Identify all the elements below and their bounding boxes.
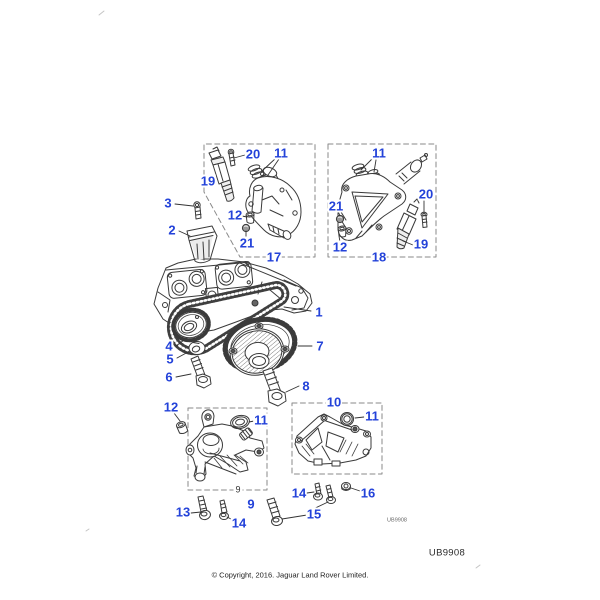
bolt-3 [193, 201, 202, 220]
mounting-bracket-18 [337, 173, 407, 241]
callout-15[interactable]: 15 [305, 506, 323, 522]
dashed-box-17 [203, 143, 316, 258]
callout-16[interactable]: 16 [359, 485, 377, 501]
bush-12a [245, 211, 255, 224]
drawing-code-small: UB9908 [387, 517, 407, 524]
callout-21-box18[interactable]: 21 [327, 198, 345, 214]
callout-14-left[interactable]: 14 [230, 515, 248, 531]
bolt-8 [262, 367, 287, 407]
bolt-20b [420, 211, 428, 228]
callout-8[interactable]: 8 [301, 378, 311, 394]
callout-11-box18[interactable]: 11 [371, 145, 387, 161]
callout-11-box17[interactable]: 11 [273, 145, 289, 161]
bolt-13 [197, 495, 211, 521]
box9-oil-pump-assembly [185, 409, 265, 482]
sprocket-4 [171, 307, 211, 343]
callout-19-box17[interactable]: 19 [199, 173, 217, 189]
callout-21-box17[interactable]: 21 [238, 235, 256, 251]
copyright-notice: © Copyright, 2016. Jaguar Land Rover Lim… [211, 570, 369, 580]
bush-12c [175, 421, 189, 435]
callout-7[interactable]: 7 [315, 338, 325, 354]
seal-ring-11c [230, 414, 250, 430]
callout-2[interactable]: 2 [167, 222, 177, 238]
solenoid-valve-19a [208, 146, 235, 202]
bolt-14-right-upper [313, 482, 323, 501]
bush-12b [337, 225, 347, 238]
callout-13[interactable]: 13 [174, 504, 192, 520]
box10-bracket-assembly [294, 413, 372, 467]
callout-6[interactable]: 6 [164, 369, 174, 385]
box17-vvt-assembly [208, 146, 302, 240]
callout-10[interactable]: 10 [325, 394, 343, 410]
callout-19-box18[interactable]: 19 [412, 236, 430, 252]
washer-5 [188, 341, 206, 355]
callout-14-right[interactable]: 14 [290, 485, 308, 501]
callout-1[interactable]: 1 [314, 304, 324, 320]
camshaft-gear-7 [222, 316, 298, 376]
solenoid-valve-19b [396, 198, 420, 250]
callout-4[interactable]: 4 [164, 338, 174, 354]
oil-control-valve-18 [395, 153, 428, 185]
bolt-15 [266, 497, 283, 527]
seal-ring-11d [340, 412, 354, 426]
callout-9[interactable]: 9 [246, 496, 256, 512]
nut-16 [341, 482, 351, 491]
callout-12-box9[interactable]: 12 [162, 399, 180, 415]
box9-plain-label: 9 [233, 484, 243, 495]
callout-20-box17[interactable]: 20 [244, 146, 262, 162]
callout-11-box10[interactable]: 11 [364, 408, 380, 424]
callout-5[interactable]: 5 [165, 351, 175, 367]
vvt-housing-17 [245, 166, 302, 240]
gear-bolt-bosses [228, 322, 290, 355]
dashed-box-18 [327, 143, 437, 258]
bolt-14-right-lower [325, 484, 336, 504]
callout-11-box9[interactable]: 11 [253, 412, 269, 428]
callout-20-box18[interactable]: 20 [417, 186, 435, 202]
seal-21b [335, 214, 345, 224]
drawing-code-large: UB9908 [428, 547, 466, 559]
box18-vvt-assembly [335, 153, 428, 250]
bolt-6 [190, 355, 212, 389]
callout-17[interactable]: 17 [265, 249, 283, 265]
cap-2 [186, 225, 218, 264]
callout-3[interactable]: 3 [163, 195, 173, 211]
scan-speck-marks [85, 10, 481, 569]
seal-21a [241, 223, 251, 233]
bolt-20a [227, 148, 236, 167]
callout-18[interactable]: 18 [370, 249, 388, 265]
callout-12-box17[interactable]: 12 [226, 207, 244, 223]
callout-12-box18[interactable]: 12 [331, 239, 349, 255]
bolt-14-left [219, 499, 229, 520]
